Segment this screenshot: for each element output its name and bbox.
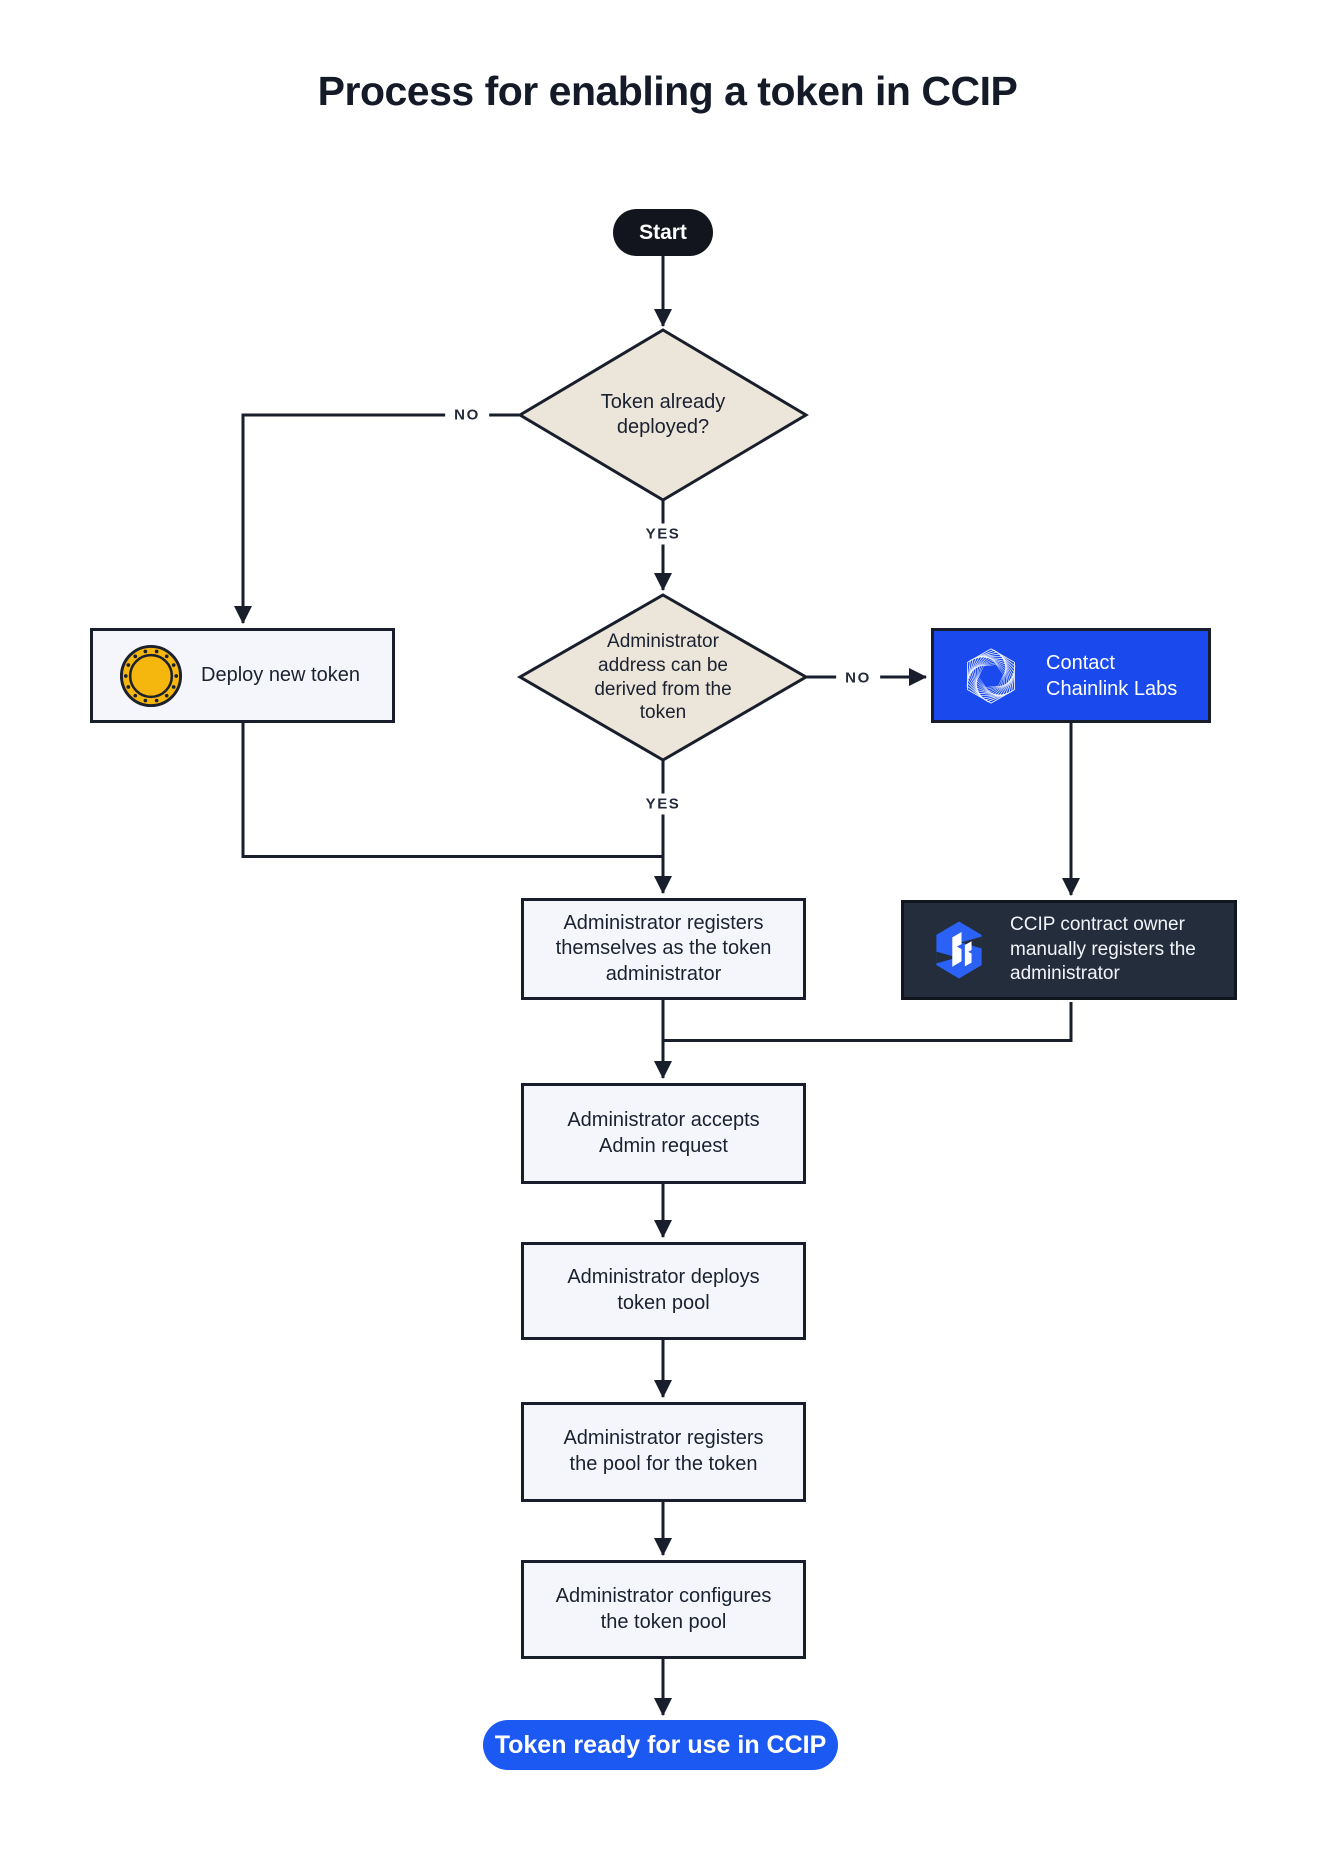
ccip-logo-icon (932, 919, 986, 981)
edge-darkbox-merge (664, 1002, 1073, 1042)
edge-label-no-admin-address: NO (836, 667, 880, 689)
start-node: Start (613, 209, 713, 256)
token-ready-node: Token ready for use in CCIP (483, 1720, 838, 1770)
process-admin-registers-pool-label: Administrator registers the pool for the… (563, 1427, 764, 1475)
process-admin-deploys-pool: Administrator deploys token pool (521, 1242, 806, 1340)
process-ccip-owner-registers-label: CCIP contract owner manually registers t… (1010, 913, 1196, 985)
edge-decision1-no (234, 413, 520, 624)
process-deploy-new-token-label: Deploy new token (201, 663, 360, 686)
process-admin-registers-self-label: Administrator registers themselves as th… (555, 911, 772, 985)
edge-label-yes-admin-address: YES (636, 793, 690, 815)
decision-admin-address-label: Administrator address can be derived fro… (594, 631, 732, 724)
edge-deploy-merge (241, 723, 662, 858)
decision-token-deployed-label: Token already deployed? (600, 391, 726, 438)
process-contact-chainlink-labs-label: Contact Chainlink Labs (1046, 651, 1178, 700)
process-admin-registers-self: Administrator registers themselves as th… (521, 898, 806, 1000)
decision-admin-address-diamond (516, 593, 810, 762)
process-admin-configures-pool-label: Administrator configures the token pool (555, 1584, 772, 1633)
page-title: Process for enabling a token in CCIP (317, 68, 1018, 114)
token-ready-label: Token ready for use in CCIP (494, 1730, 827, 1759)
process-ccip-owner-registers: CCIP contract owner manually registers t… (901, 900, 1237, 1000)
edge-label-yes-token-deployed: YES (636, 523, 690, 545)
decision-token-deployed-diamond (517, 328, 809, 502)
token-coin-icon (119, 644, 183, 708)
process-admin-registers-pool: Administrator registers the pool for the… (521, 1402, 806, 1502)
process-admin-configures-pool: Administrator configures the token pool (521, 1560, 806, 1659)
edge-label-no-token-deployed: NO (445, 404, 489, 426)
chainlink-logo-icon (958, 643, 1024, 709)
decision-token-deployed: Token already deployed? (520, 330, 806, 500)
connectors (234, 256, 1080, 1716)
process-deploy-new-token: Deploy new token (90, 628, 395, 723)
process-admin-accepts: Administrator accepts Admin request (521, 1083, 806, 1184)
start-label: Start (639, 220, 687, 244)
process-admin-deploys-pool-label: Administrator deploys token pool (567, 1266, 760, 1314)
process-contact-chainlink-labs: Contact Chainlink Labs (931, 628, 1211, 723)
decision-admin-address: Administrator address can be derived fro… (520, 595, 806, 760)
process-admin-accepts-label: Administrator accepts Admin request (567, 1108, 760, 1157)
